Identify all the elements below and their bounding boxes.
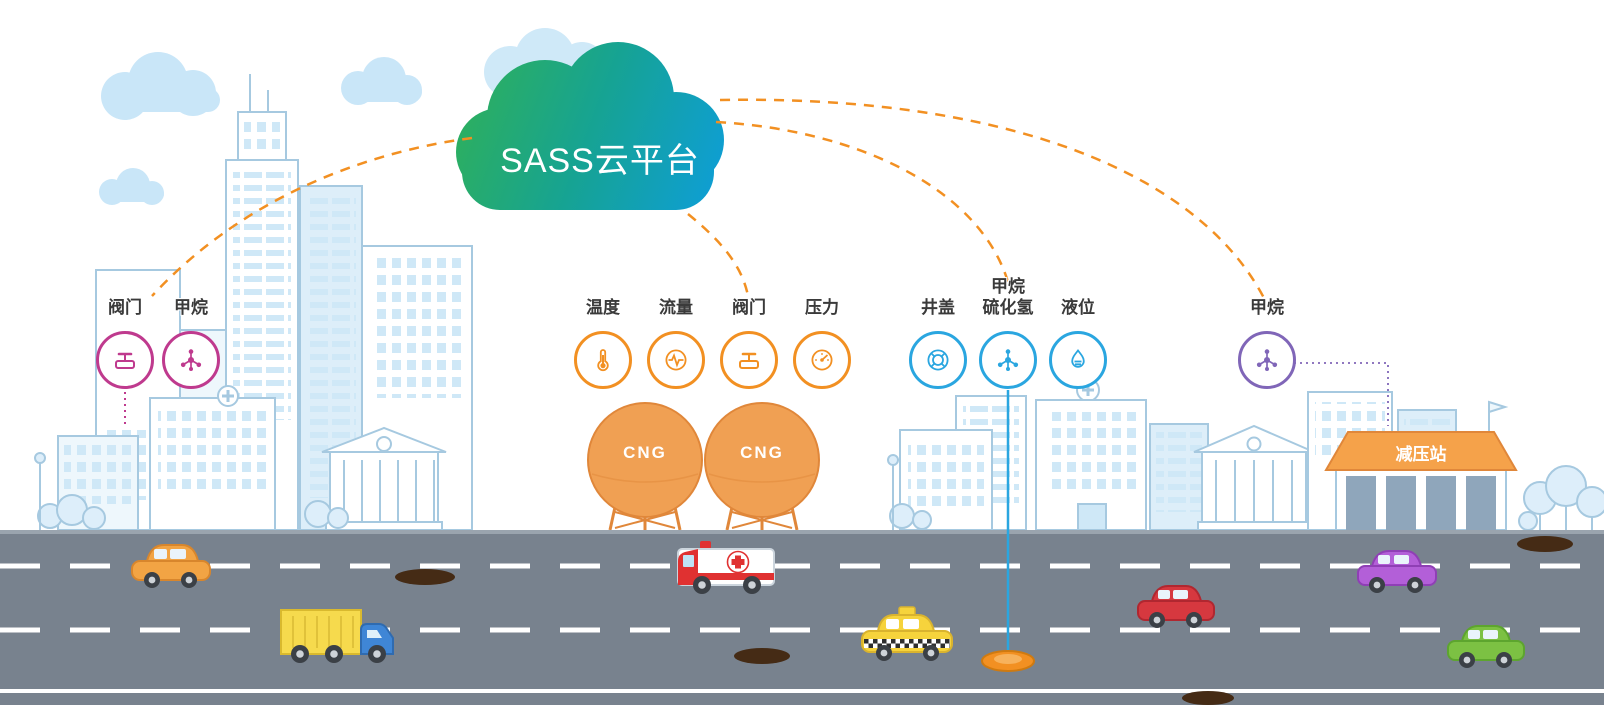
sensor-valve-cng: 阀门 bbox=[716, 297, 782, 389]
sensor-label: 硫化氢 bbox=[982, 298, 1034, 317]
car-green bbox=[1447, 625, 1525, 668]
sensor-group-city: 阀门 甲烷 bbox=[92, 279, 224, 389]
sensor-manhole-cover: 井盖 bbox=[905, 297, 971, 389]
manhole-dark-2 bbox=[734, 648, 790, 664]
sensor-methane-h2s: 甲烷 硫化氢 bbox=[975, 276, 1041, 389]
sensor-label: 甲烷 bbox=[991, 277, 1025, 296]
pressure-gauge-icon bbox=[793, 331, 851, 389]
taxi-checker-stripe bbox=[864, 639, 950, 648]
cng-tank-2 bbox=[704, 402, 820, 518]
sensor-label: 压力 bbox=[805, 298, 839, 317]
sensor-pressure: 压力 bbox=[789, 297, 855, 389]
sensor-valve: 阀门 bbox=[92, 297, 158, 389]
sensor-flow: 流量 bbox=[643, 297, 709, 389]
sensor-methane: 甲烷 bbox=[158, 297, 224, 389]
city-skyline-right bbox=[887, 378, 1604, 531]
sky-clouds bbox=[99, 52, 422, 205]
truck bbox=[280, 609, 394, 663]
cng-tank-2-label: CNG bbox=[740, 443, 784, 462]
manholes bbox=[395, 536, 1573, 705]
methane-molecule-icon bbox=[979, 331, 1037, 389]
station-roof bbox=[1324, 431, 1518, 471]
car-purple bbox=[1357, 550, 1437, 593]
manhole-dark-4 bbox=[1182, 691, 1234, 705]
valve-icon bbox=[96, 331, 154, 389]
sensor-methane-station: 甲烷 bbox=[1234, 297, 1300, 389]
road bbox=[0, 530, 1604, 705]
sensor-label: 甲烷 bbox=[174, 298, 208, 317]
manhole-dark-1 bbox=[395, 569, 455, 585]
sensor-label: 液位 bbox=[1061, 298, 1095, 317]
cng-tank-1-label: CNG bbox=[623, 443, 667, 462]
sensor-label: 井盖 bbox=[921, 298, 955, 317]
liquid-level-icon bbox=[1049, 331, 1107, 389]
sensor-label: 温度 bbox=[586, 298, 620, 317]
connection-cloud-to-station bbox=[719, 98, 1268, 303]
vehicles bbox=[131, 541, 1525, 668]
sensor-label: 甲烷 bbox=[1250, 298, 1284, 317]
valve-icon bbox=[720, 331, 778, 389]
pressure-reduction-station bbox=[1307, 391, 1518, 531]
manhole-dark-3 bbox=[1517, 536, 1573, 552]
sensor-label: 流量 bbox=[659, 298, 693, 317]
sensor-group-manhole: 井盖 甲烷 硫化氢 液位 bbox=[905, 276, 1111, 389]
bushes-left bbox=[37, 494, 349, 530]
flow-meter-icon bbox=[647, 331, 705, 389]
trees-far-right bbox=[1518, 465, 1604, 531]
cloud-platform-title: SASS云平台 bbox=[500, 142, 700, 180]
street-lamp-left bbox=[34, 452, 46, 530]
ambulance bbox=[677, 541, 775, 594]
methane-molecule-icon bbox=[162, 331, 220, 389]
sensor-group-station: 甲烷 bbox=[1234, 279, 1300, 389]
cng-tanks bbox=[587, 402, 820, 531]
manhole-orange bbox=[981, 650, 1035, 672]
thermometer-icon bbox=[574, 331, 632, 389]
methane-molecule-icon bbox=[1238, 331, 1296, 389]
street-lamp-right bbox=[887, 454, 899, 530]
city-skyline-left bbox=[34, 74, 473, 531]
connection-cloud-to-cng bbox=[687, 213, 750, 297]
car-red bbox=[1137, 585, 1215, 628]
connection-cloud-to-city bbox=[151, 136, 473, 297]
sass-cloud bbox=[456, 42, 724, 210]
sensor-label: 阀门 bbox=[732, 298, 766, 317]
link-sensor-to-station bbox=[1294, 362, 1389, 426]
sensor-label: 阀门 bbox=[108, 298, 142, 317]
cloud-connections bbox=[151, 98, 1268, 303]
sensor-group-cng: 温度 流量 阀门 压力 bbox=[570, 279, 855, 389]
taxi bbox=[861, 606, 953, 661]
sensor-temperature: 温度 bbox=[570, 297, 636, 389]
sensor-liquid-level: 液位 bbox=[1045, 297, 1111, 389]
cng-tank-1 bbox=[587, 402, 703, 518]
manhole-cover-icon bbox=[909, 331, 967, 389]
sensor-links bbox=[124, 362, 1389, 652]
connection-cloud-to-manhole bbox=[715, 120, 1010, 283]
car-orange bbox=[131, 544, 211, 588]
station-sign: 减压站 bbox=[1395, 445, 1447, 464]
